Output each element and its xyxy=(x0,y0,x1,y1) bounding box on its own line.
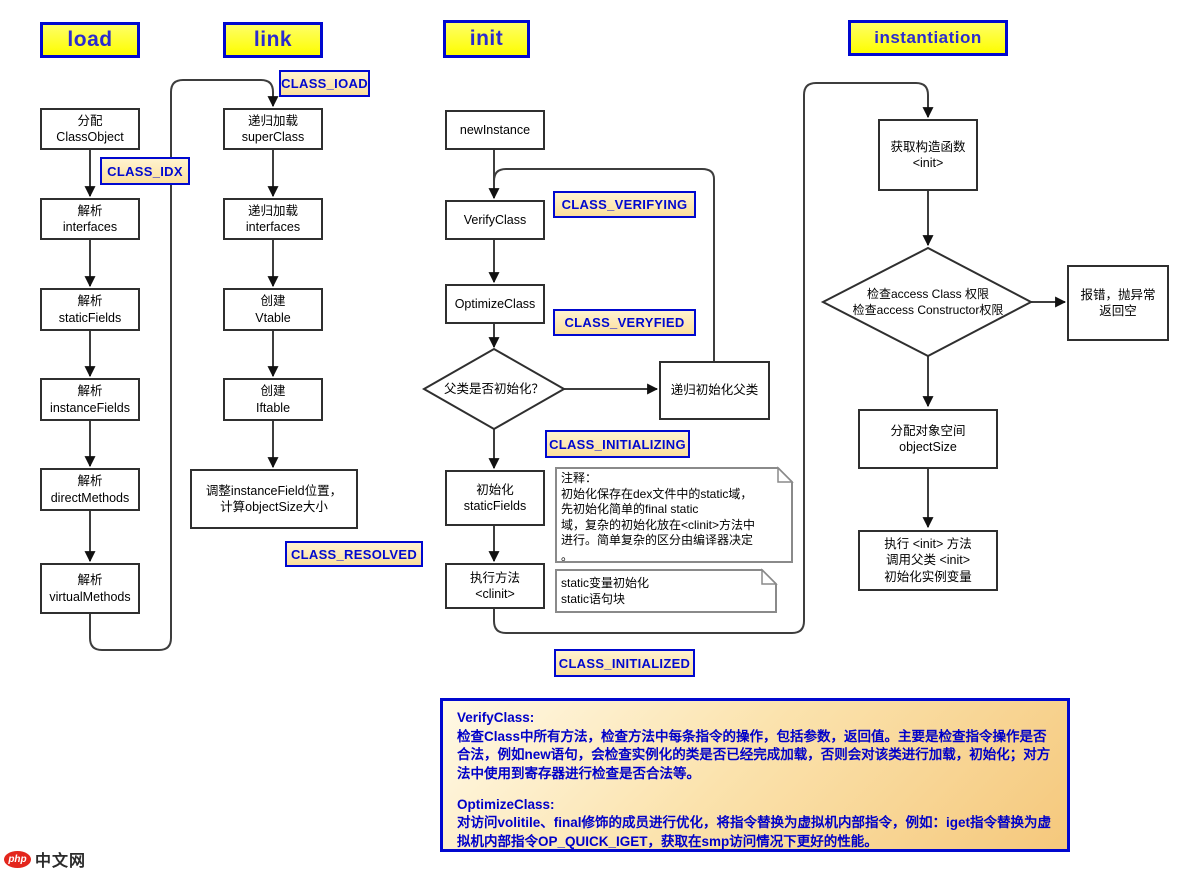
node-run-init-method: 执行 <init> 方法 调用父类 <init> 初始化实例变量 xyxy=(858,530,998,591)
node-adjust-instancefield: 调整instanceField位置， 计算objectSize大小 xyxy=(190,469,358,529)
node-error-return: 报错，抛异常 返回空 xyxy=(1067,265,1169,341)
node-parse-instancefields: 解析 instanceFields xyxy=(40,378,140,421)
decision-access-check-shape xyxy=(820,246,1034,358)
node-parse-virtualmethods: 解析 virtualMethods xyxy=(40,563,140,614)
note-static-shape xyxy=(555,569,777,613)
note-clinit-fold xyxy=(777,466,794,483)
paragraph-gap xyxy=(457,784,1053,796)
phase-header-instantiation: instantiation xyxy=(848,20,1008,56)
node-create-vtable: 创建 Vtable xyxy=(223,288,323,331)
state-label-class-initialized: CLASS_INITIALIZED xyxy=(554,649,695,677)
state-label-class-ioad: CLASS_IOAD xyxy=(279,70,370,97)
state-label-class-veryfied: CLASS_VERYFIED xyxy=(553,309,696,336)
note-clinit-text: 注释： 初始化保存在dex文件中的static域， 先初始化简单的final s… xyxy=(561,471,756,563)
connector-load-to-link xyxy=(89,79,279,651)
php-cn-logo: php 中文网 xyxy=(4,847,86,870)
note-static-fold xyxy=(761,568,778,585)
state-label-class-idx: CLASS_IDX xyxy=(100,157,190,185)
node-parse-interfaces: 解析 interfaces xyxy=(40,198,140,240)
verifyclass-body: 检查Class中所有方法，检查方法中每条指令的操作，包括参数，返回值。主要是检查… xyxy=(457,728,1051,781)
node-init-staticfields: 初始化 staticFields xyxy=(445,470,545,526)
connector-recursiveinit-loop xyxy=(493,168,715,361)
node-newinstance: newInstance xyxy=(445,110,545,150)
decision-super-initialized-shape xyxy=(421,347,567,431)
node-load-interfaces: 递归加载 interfaces xyxy=(223,198,323,240)
state-label-class-verifying: CLASS_VERIFYING xyxy=(553,191,696,218)
state-label-class-initializing: CLASS_INITIALIZING xyxy=(545,430,690,458)
node-alloc-object-space: 分配对象空间 objectSize xyxy=(858,409,998,469)
optimizeclass-body: 对访问volitile、final修饰的成员进行优化，将指令替换为虚拟机内部指令… xyxy=(457,815,1052,849)
decision-super-initialized-label: 父类是否初始化？ xyxy=(443,381,544,396)
note-clinit-shape xyxy=(555,467,793,563)
explanation-panel: VerifyClass: 检查Class中所有方法，检查方法中每条指令的操作，包… xyxy=(440,698,1070,852)
connector-init-to-instantiation xyxy=(493,82,934,634)
node-optimizeclass: OptimizeClass xyxy=(445,284,545,324)
verifyclass-title: VerifyClass: xyxy=(457,710,535,725)
phase-header-link: link xyxy=(223,22,323,58)
node-parse-directmethods: 解析 directMethods xyxy=(40,468,140,511)
note-static-text: static变量初始化 static语句块 xyxy=(561,576,650,606)
node-load-superclass: 递归加载 superClass xyxy=(223,108,323,150)
node-parse-staticfields: 解析 staticFields xyxy=(40,288,140,331)
node-run-clinit: 执行方法 <clinit> xyxy=(445,563,545,609)
php-logo-suffix: 中文网 xyxy=(35,853,87,870)
optimizeclass-title: OptimizeClass: xyxy=(457,796,555,812)
php-logo-icon: php xyxy=(4,850,31,868)
node-create-iftable: 创建 Iftable xyxy=(223,378,323,421)
decision-access-check-label: 检查access Class 权限 检查access Constructor权限 xyxy=(852,286,1004,317)
phase-header-init: init xyxy=(443,20,530,58)
node-verifyclass: VerifyClass xyxy=(445,200,545,240)
node-get-constructor: 获取构造函数 <init> xyxy=(878,119,978,191)
node-recursive-init-super: 递归初始化父类 xyxy=(659,361,770,420)
phase-header-load: load xyxy=(40,22,140,58)
state-label-class-resolved: CLASS_RESOLVED xyxy=(285,541,423,567)
node-alloc-classobject: 分配 ClassObject xyxy=(40,108,140,150)
